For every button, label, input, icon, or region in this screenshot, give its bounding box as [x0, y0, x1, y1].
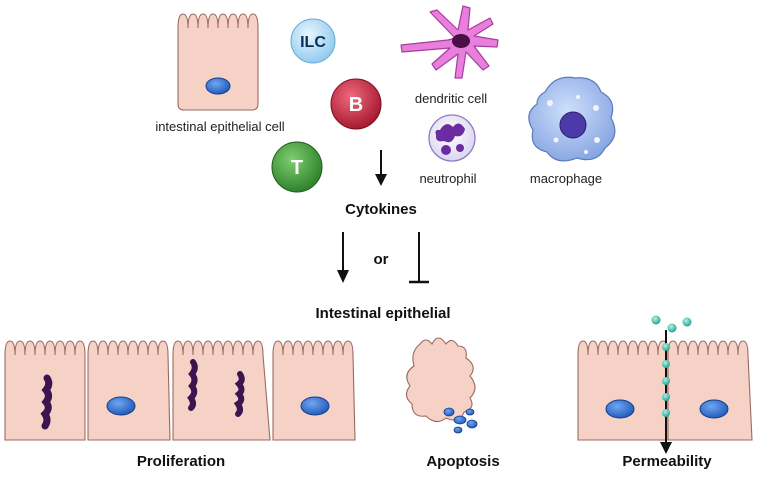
ilc-icon — [290, 18, 336, 64]
arrow-to-cytokines — [375, 150, 387, 186]
macrophage-icon — [528, 76, 616, 162]
dendritic-cell-icon — [400, 5, 499, 79]
label-proliferation: Proliferation — [137, 453, 225, 470]
label-ilc: ILC — [300, 34, 326, 51]
apoptosis-cell-icon — [405, 337, 478, 434]
label-b-cell: B — [349, 94, 363, 116]
label-permeability: Permeability — [622, 453, 712, 470]
label-macrophage: macrophage — [530, 171, 602, 186]
label-intestinal-epithelial-cell: intestinal epithelial cell — [155, 119, 284, 134]
label-t-cell: T — [291, 157, 303, 179]
b-cell-icon — [330, 78, 382, 130]
label-neutrophil: neutrophil — [419, 171, 476, 186]
permeability-epithelium-icon — [577, 315, 753, 454]
label-cytokines: Cytokines — [345, 201, 417, 218]
label-or: or — [374, 251, 389, 268]
neutrophil-icon — [428, 114, 476, 162]
label-intestinal-epithelial: Intestinal epithelial — [315, 305, 450, 322]
proliferation-epithelium-icon — [4, 340, 356, 441]
label-apoptosis: Apoptosis — [426, 453, 499, 470]
t-cell-icon — [271, 141, 323, 193]
intestinal-epithelial-cell-icon — [177, 13, 259, 111]
label-dendritic-cell: dendritic cell — [415, 91, 487, 106]
activation-arrow — [337, 232, 349, 283]
inhibition-bar — [409, 232, 429, 284]
